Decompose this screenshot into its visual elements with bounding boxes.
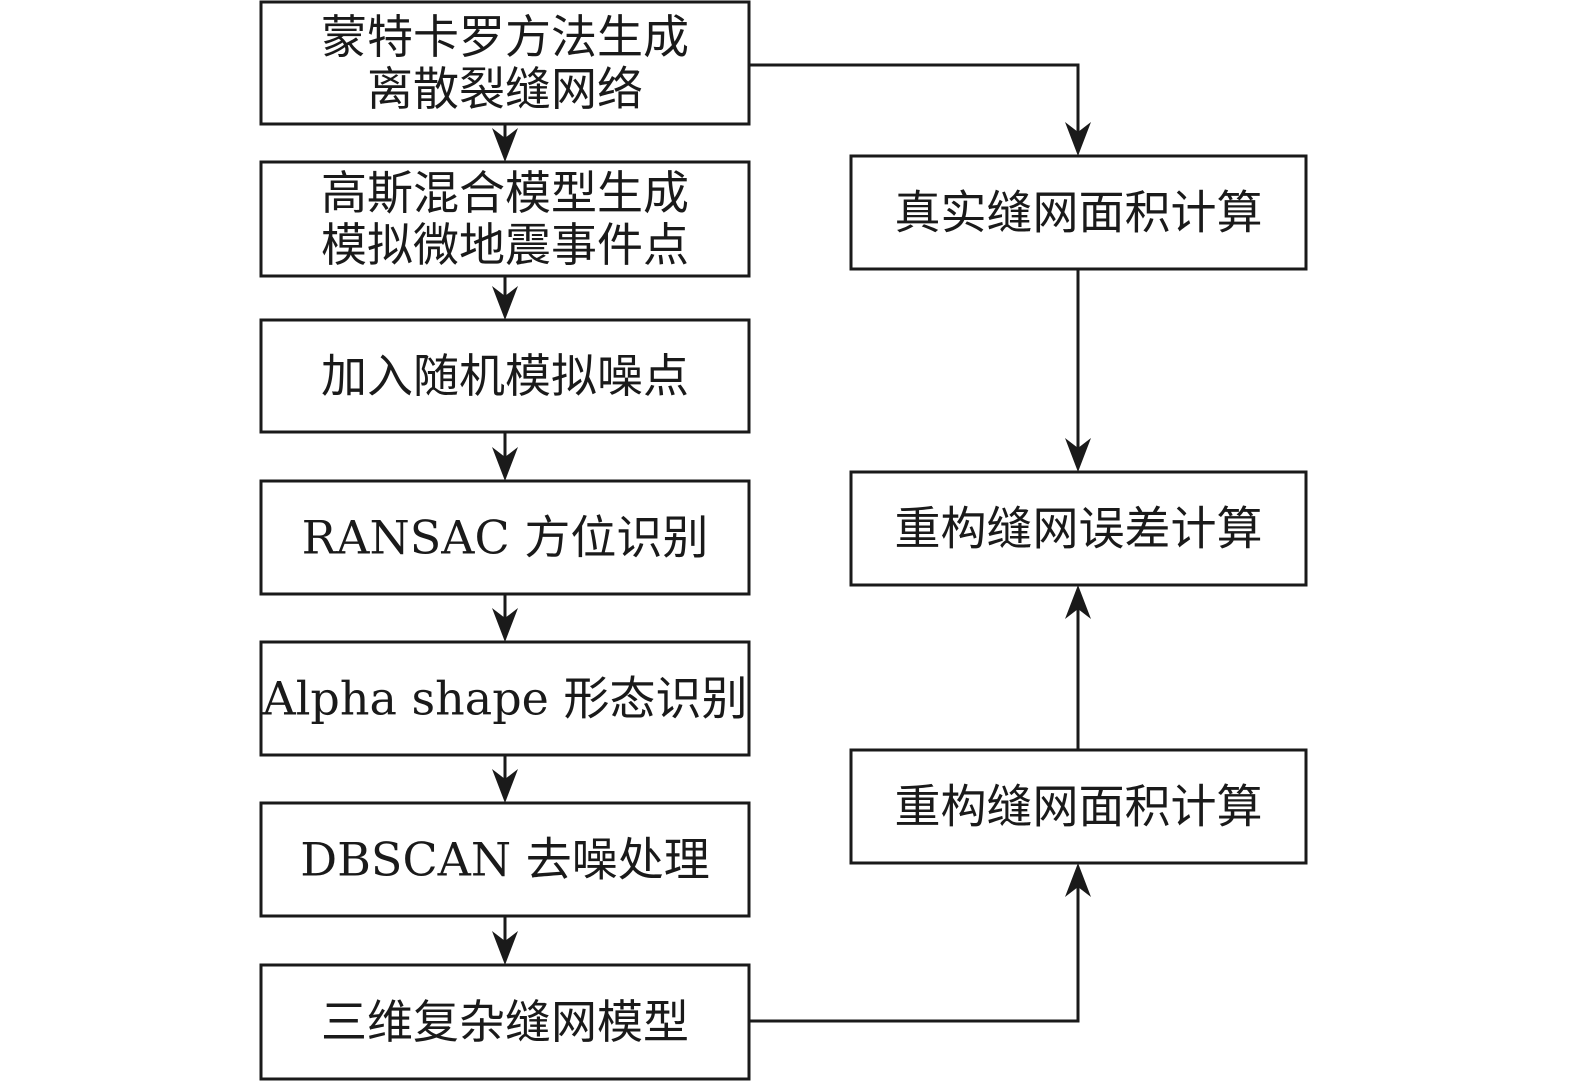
node-box — [259, 160, 751, 278]
arrowhead-icon — [492, 608, 518, 642]
arrowhead-icon — [492, 286, 518, 320]
node-label: 真实缝网面积计算 — [895, 186, 1263, 240]
arrowhead-icon — [1065, 585, 1091, 619]
node-label: RANSAC 方位识别 — [302, 511, 709, 565]
edge-n1-r1 — [749, 63, 1091, 156]
edge-line — [749, 883, 1080, 1023]
node-box — [259, 318, 751, 434]
arrowhead-icon — [492, 128, 518, 162]
node-box — [259, 801, 751, 918]
flow-node-n4: RANSAC 方位识别 — [259, 479, 751, 596]
node-label: Alpha shape 形态识别 — [262, 672, 748, 726]
node-label: 加入随机模拟噪点 — [321, 349, 689, 403]
edges-layer — [492, 63, 1091, 1023]
arrowhead-icon — [492, 447, 518, 481]
flow-node-r1: 真实缝网面积计算 — [849, 154, 1308, 271]
edge-n5-n6 — [492, 755, 518, 803]
edge-n7-r3 — [749, 863, 1091, 1023]
flow-node-n6: DBSCAN 去噪处理 — [259, 801, 751, 918]
node-box — [849, 748, 1308, 865]
flow-node-r3: 重构缝网面积计算 — [849, 748, 1308, 865]
node-label: 高斯混合模型生成 — [321, 166, 689, 220]
node-box — [849, 154, 1308, 271]
node-box — [259, 963, 751, 1081]
edge-r3-r2 — [1065, 585, 1091, 750]
node-label: DBSCAN 去噪处理 — [300, 833, 710, 887]
edge-n2-n3 — [492, 276, 518, 320]
flow-node-n5: Alpha shape 形态识别 — [259, 640, 751, 757]
arrowhead-icon — [1065, 122, 1091, 156]
node-box — [849, 470, 1308, 587]
flow-node-n7: 三维复杂缝网模型 — [259, 963, 751, 1081]
node-label: 蒙特卡罗方法生成 — [321, 10, 689, 64]
arrowhead-icon — [1065, 438, 1091, 472]
node-box — [259, 640, 751, 757]
edge-n3-n4 — [492, 432, 518, 481]
nodes-layer: 蒙特卡罗方法生成离散裂缝网络高斯混合模型生成模拟微地震事件点加入随机模拟噪点RA… — [259, 0, 1308, 1081]
edge-line — [749, 63, 1080, 136]
node-label: 重构缝网误差计算 — [895, 502, 1263, 556]
node-box — [259, 479, 751, 596]
arrowhead-icon — [1065, 863, 1091, 897]
flow-node-n3: 加入随机模拟噪点 — [259, 318, 751, 434]
node-label: 离散裂缝网络 — [367, 62, 643, 116]
edge-n6-n7 — [492, 916, 518, 965]
edge-n4-n5 — [492, 594, 518, 642]
arrowhead-icon — [492, 769, 518, 803]
flow-node-r2: 重构缝网误差计算 — [849, 470, 1308, 587]
edge-r1-r2 — [1065, 269, 1091, 472]
node-box — [259, 0, 751, 126]
node-label: 三维复杂缝网模型 — [321, 995, 689, 1049]
edge-n1-n2 — [492, 124, 518, 162]
node-label: 模拟微地震事件点 — [321, 218, 689, 272]
arrowhead-icon — [492, 931, 518, 965]
node-label: 重构缝网面积计算 — [895, 780, 1263, 834]
